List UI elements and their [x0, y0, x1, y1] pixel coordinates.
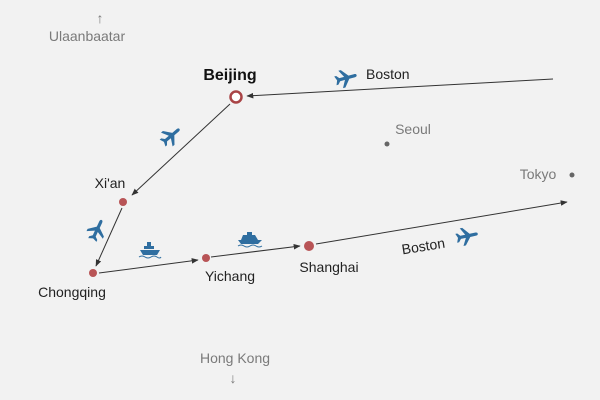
offmap-label-hong-kong: Hong Kong: [200, 350, 270, 366]
stop-marker-yichang: [202, 254, 210, 262]
leg-chongqing-yichang: [98, 258, 199, 274]
map-labels: ↑ Ulaanbaatar Beijing Boston Seoul Tokyo…: [38, 10, 556, 386]
leg-label-boston-inbound: Boston: [366, 66, 410, 82]
boat-icon: [138, 242, 162, 259]
stop-marker-shanghai: [304, 241, 314, 251]
reference-label-tokyo: Tokyo: [520, 166, 557, 182]
origin-label: Beijing: [203, 67, 256, 84]
stop-marker-xian: [119, 198, 127, 206]
leg-yichang-shanghai: [210, 243, 301, 258]
boat-icon: [237, 232, 263, 248]
stop-markers: [89, 90, 575, 277]
stop-label-xian: Xi'an: [95, 175, 126, 191]
leg-boston-beijing: [246, 78, 554, 99]
leg-shanghai-boston: [315, 200, 568, 245]
origin-marker: [229, 90, 243, 104]
offmap-label-ulaanbaatar: Ulaanbaatar: [49, 28, 126, 44]
route-lines: [95, 78, 568, 274]
airplane-icon: [454, 224, 480, 248]
reference-label-seoul: Seoul: [395, 121, 431, 137]
airplane-icon: [333, 66, 359, 90]
transport-icons: [84, 66, 480, 259]
leg-label-boston-outbound: Boston: [400, 235, 446, 258]
reference-marker-seoul: [384, 141, 390, 147]
offmap-arrow-south: ↓: [230, 370, 237, 386]
stop-label-chongqing: Chongqing: [38, 284, 106, 300]
leg-beijing-xian: [131, 103, 231, 196]
airplane-icon: [156, 122, 186, 150]
offmap-arrow-north: ↑: [97, 10, 104, 26]
reference-marker-tokyo: [569, 172, 575, 178]
leg-xian-chongqing: [95, 207, 123, 267]
stop-label-yichang: Yichang: [205, 268, 255, 284]
stop-label-shanghai: Shanghai: [299, 259, 358, 275]
stop-marker-chongqing: [89, 269, 97, 277]
airplane-icon: [84, 216, 110, 244]
